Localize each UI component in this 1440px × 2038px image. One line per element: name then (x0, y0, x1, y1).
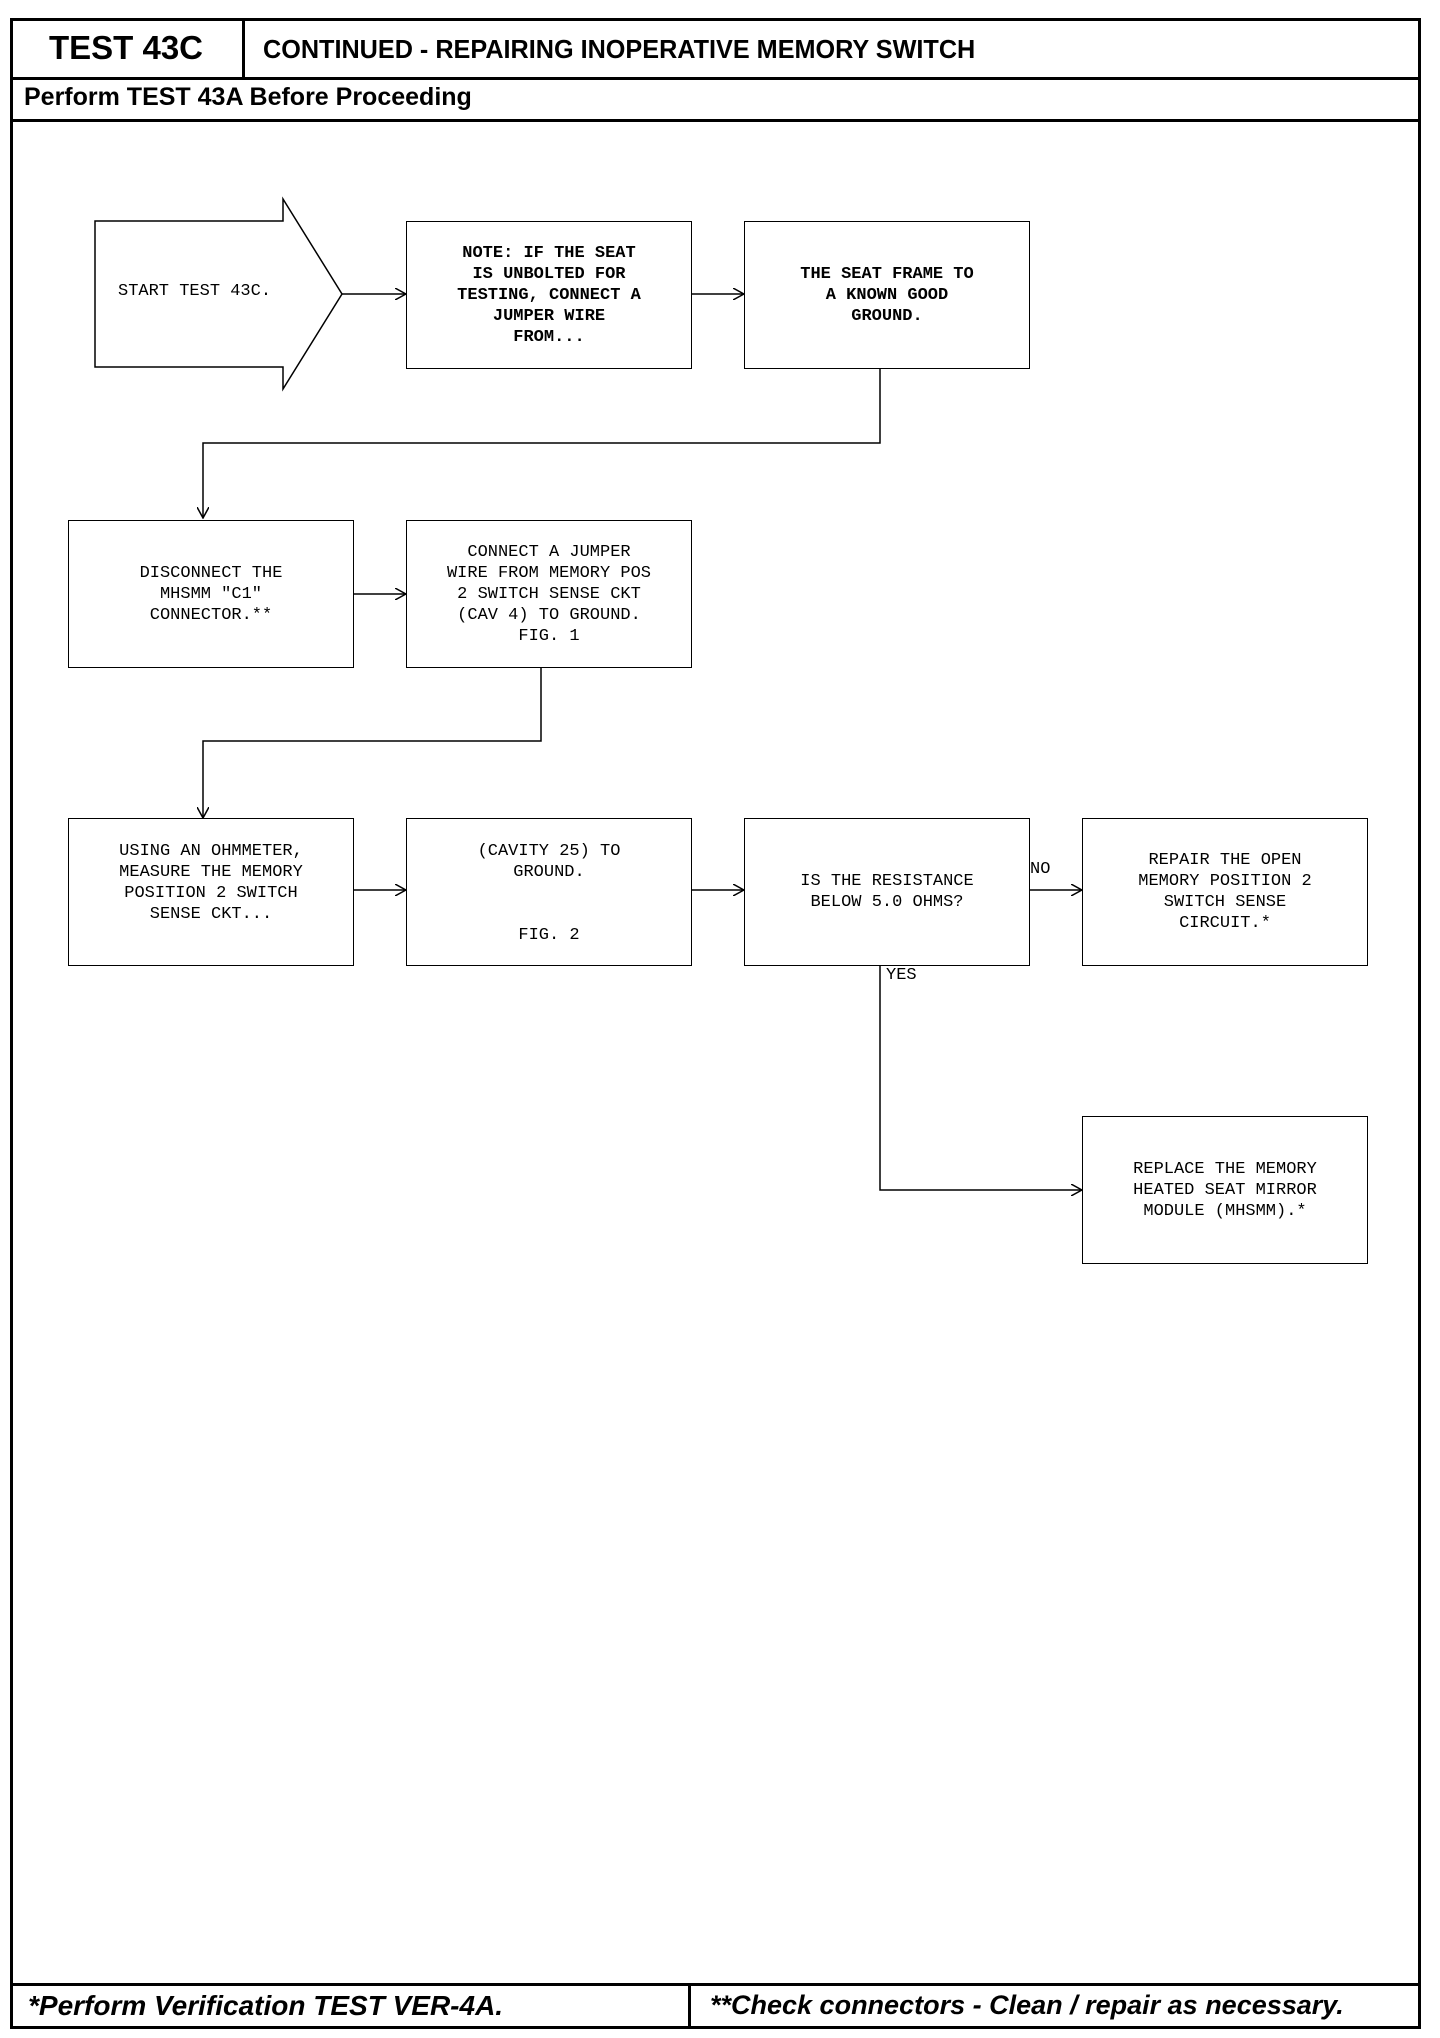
decision-box: IS THE RESISTANCE BELOW 5.0 OHMS? (744, 818, 1030, 966)
no-label: NO (1030, 860, 1051, 879)
connect-jumper-box: CONNECT A JUMPER WIRE FROM MEMORY POS 2 … (406, 520, 692, 668)
footer-divider (10, 1983, 1421, 1986)
footer-right-note: **Check connectors - Clean / repair as n… (710, 1990, 1344, 2020)
repair-open-box: REPAIR THE OPEN MEMORY POSITION 2 SWITCH… (1082, 818, 1368, 966)
start-test-label: START TEST 43C. (118, 282, 272, 301)
header-divider (10, 77, 1421, 80)
replace-module-box: REPLACE THE MEMORY HEATED SEAT MIRROR MO… (1082, 1116, 1368, 1264)
arrow-frame-to-disconnect (203, 369, 881, 518)
page-title: CONTINUED - REPAIRING INOPERATIVE MEMORY… (263, 34, 976, 64)
seat-frame-box: THE SEAT FRAME TO A KNOWN GOOD GROUND. (744, 221, 1030, 369)
footer-column-divider (688, 1983, 691, 2029)
start-arrow-shape (94, 196, 343, 392)
footer-left-note: *Perform Verification TEST VER-4A. (28, 1990, 504, 2021)
note-box: NOTE: IF THE SEAT IS UNBOLTED FOR TESTIN… (406, 221, 692, 369)
cavity-box: (CAVITY 25) TO GROUND. FIG. 2 (406, 818, 692, 966)
header-bottom-divider (10, 119, 1421, 122)
arrow-decision-to-replace (879, 966, 1082, 1190)
yes-label: YES (886, 966, 917, 985)
disconnect-box: DISCONNECT THE MHSMM "C1" CONNECTOR.** (68, 520, 354, 668)
page-frame (10, 18, 1421, 2029)
ohmmeter-box: USING AN OHMMETER, MEASURE THE MEMORY PO… (68, 818, 354, 966)
arrow-jumper-to-ohmmeter (203, 668, 542, 818)
page-subtitle: Perform TEST 43A Before Proceeding (24, 83, 472, 111)
